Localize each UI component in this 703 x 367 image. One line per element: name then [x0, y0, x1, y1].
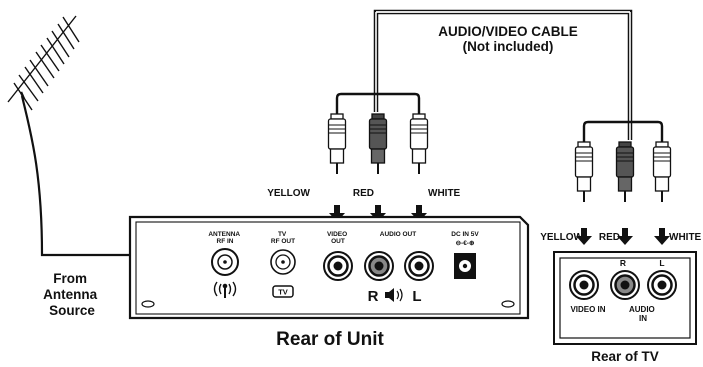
- dc-in-port: [454, 253, 476, 279]
- cable-title: AUDIO/VIDEO CABLE: [438, 24, 578, 39]
- red-plug: [368, 113, 388, 175]
- tv-red-label: RED: [599, 232, 620, 243]
- tv-badge: TV: [272, 285, 294, 298]
- wireless-signal-icon: [213, 281, 237, 298]
- video-out-label: VIDEO OUT: [327, 231, 349, 245]
- tv-yellow-label: YELLOW: [540, 232, 583, 243]
- red-plug: [615, 141, 635, 203]
- tv-left-label: L: [659, 258, 664, 268]
- cable-note: (Not included): [463, 39, 554, 54]
- antenna-rf-in-label: ANTENNA RF IN: [208, 231, 241, 245]
- dc-in-label: DC IN 5V: [451, 231, 479, 238]
- antenna-source-label: From Antenna Source: [43, 271, 101, 318]
- white-plug: [652, 141, 672, 203]
- tv-white-label: WHITE: [669, 232, 702, 243]
- right-channel-label: R: [368, 288, 379, 305]
- video-in-label: VIDEO IN: [570, 305, 605, 314]
- polarity-symbol: ⊖-€-⊕: [456, 240, 475, 247]
- yellow-plug: [574, 141, 594, 203]
- tv-right-label: R: [620, 258, 626, 268]
- left-channel-label: L: [412, 288, 421, 305]
- yellow-label: YELLOW: [267, 188, 310, 199]
- antenna-rf-in-port: [211, 248, 239, 276]
- audio-in-label: AUDIO IN: [629, 305, 657, 323]
- arrow-icon: [654, 228, 670, 245]
- tv-caption: Rear of TV: [591, 349, 659, 364]
- audio-in-left-jack: [646, 269, 678, 301]
- video-in-jack: [568, 269, 600, 301]
- yellow-plug: [327, 113, 347, 175]
- svg-text:TV: TV: [278, 288, 288, 297]
- white-label: WHITE: [428, 188, 461, 199]
- video-out-jack: [322, 250, 354, 282]
- speaker-icon: [385, 288, 403, 302]
- unit-caption: Rear of Unit: [276, 329, 384, 350]
- tv-rf-out-port: [270, 249, 296, 275]
- red-label: RED: [353, 188, 374, 199]
- white-plug: [409, 113, 429, 175]
- audio-out-right-jack: [363, 250, 395, 282]
- tv-rf-out-label: TV RF OUT: [271, 231, 295, 245]
- av-cable: [335, 9, 664, 142]
- audio-out-label: AUDIO OUT: [380, 231, 417, 238]
- antenna-icon: [7, 15, 145, 257]
- audio-out-left-jack: [403, 250, 435, 282]
- audio-in-right-jack: [609, 269, 641, 301]
